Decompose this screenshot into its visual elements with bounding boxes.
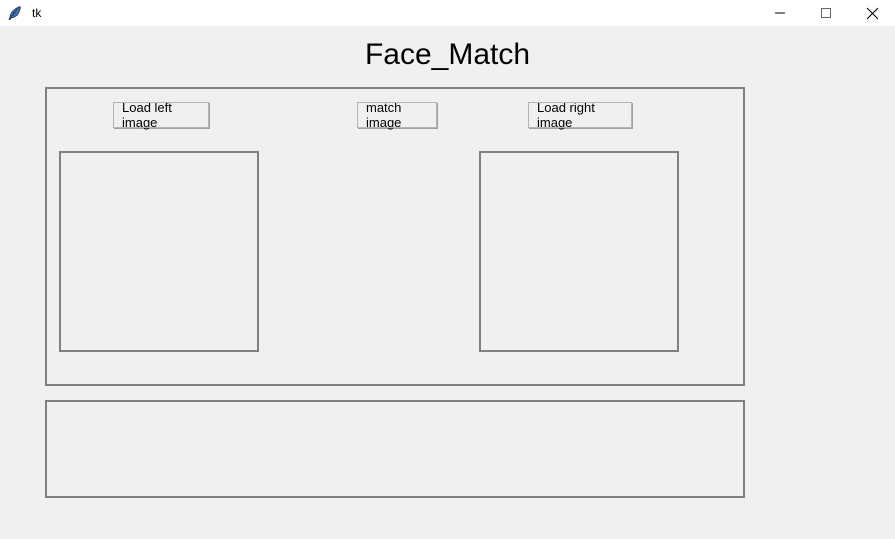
left-image-placeholder[interactable] (59, 151, 259, 352)
window-title: tk (32, 6, 42, 20)
load-left-image-button[interactable]: Load left image (113, 100, 209, 130)
client-area: Face_Match Load left image match image L… (0, 26, 895, 539)
minimize-icon[interactable] (757, 0, 803, 26)
maximize-icon[interactable] (803, 0, 849, 26)
right-image-placeholder[interactable] (479, 151, 679, 352)
page-title: Face_Match (364, 38, 531, 71)
window-titlebar: tk (0, 0, 895, 26)
feather-quill-icon (4, 2, 26, 24)
close-icon[interactable] (849, 0, 895, 26)
result-panel (45, 400, 745, 498)
load-right-image-button[interactable]: Load right image (528, 100, 632, 130)
window-controls (757, 0, 895, 26)
image-frame: Load left image match image Load right i… (45, 87, 745, 386)
match-image-button[interactable]: match image (357, 100, 437, 130)
